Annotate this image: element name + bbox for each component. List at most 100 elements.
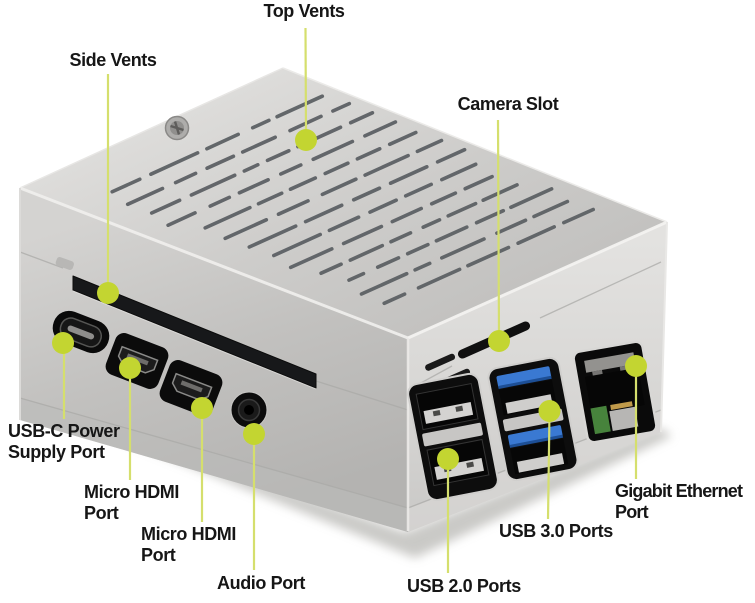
callout-line-camera-slot <box>496 119 501 339</box>
top-vent-slot <box>288 176 318 191</box>
top-vent-slot <box>429 191 458 206</box>
top-vent-slot <box>276 199 310 216</box>
label-usb-3: USB 3.0 Ports <box>499 521 613 541</box>
case-shadow <box>110 428 672 558</box>
top-vent-slot <box>223 218 269 241</box>
top-vent-slot <box>149 151 200 176</box>
top-vent-slot <box>403 182 434 198</box>
top-vent-slot <box>348 111 375 125</box>
top-vent-slot <box>435 147 467 164</box>
top-vent-slot <box>466 245 511 268</box>
top-vent-slot <box>173 171 198 185</box>
top-vent-slot <box>382 292 407 306</box>
top-vent-slot <box>363 153 410 177</box>
top-vent-slot <box>125 186 165 207</box>
top-vent-slot <box>237 178 270 195</box>
top-vent-slot <box>205 154 236 170</box>
top-vent-slot <box>347 271 366 282</box>
top-vent-slot <box>415 138 444 154</box>
label-camera-slot: Camera Slot <box>457 94 559 114</box>
top-vent-slot <box>532 199 570 219</box>
top-vent-slot <box>355 147 382 161</box>
top-vent-slot <box>387 130 418 147</box>
lid-notch <box>55 257 74 270</box>
lid-seam-left-a <box>19 251 64 269</box>
top-vent-slot <box>463 174 494 191</box>
top-vent-slot <box>247 224 298 249</box>
top-vent-slot <box>110 177 142 194</box>
top-vent-slot <box>278 163 303 176</box>
callout-dot-audio <box>243 423 265 445</box>
top-vent-slot <box>434 225 469 243</box>
top-vent-slot <box>203 205 252 230</box>
edge-front-right <box>407 220 668 340</box>
callout-line-usb3 <box>546 412 551 520</box>
top-vent-slot <box>288 247 334 270</box>
top-vent-slot <box>265 149 291 163</box>
top-vent-slot <box>359 271 409 296</box>
lid-seam-right-b <box>539 261 662 319</box>
audio-port <box>230 391 268 429</box>
top-vent-slot <box>323 161 350 176</box>
label-usb-2: USB 2.0 Ports <box>407 576 521 596</box>
top-vent-slot <box>189 173 237 197</box>
callout-dot-camera-slot <box>488 330 510 352</box>
top-vent-slot <box>413 261 432 272</box>
top-vent-slot <box>439 162 478 182</box>
top-vent-slot <box>351 186 382 202</box>
top-vent-slot <box>405 242 430 256</box>
top-vent-slot <box>319 262 343 276</box>
callout-dot-hdmi-2 <box>191 397 213 419</box>
top-vents-field <box>110 94 596 306</box>
top-vent-slot <box>205 132 240 151</box>
top-vent-slot <box>240 135 278 154</box>
top-vent-slot <box>341 224 384 246</box>
top-vent-slot <box>416 267 462 290</box>
label-top-vents: Top Vents <box>263 1 345 21</box>
top-vent-slot <box>495 218 528 235</box>
edge-right-silhouette <box>660 221 668 433</box>
top-vent-slot <box>250 118 271 130</box>
callout-line-top-vents <box>304 27 308 139</box>
label-micro-hdmi-2: Micro HDMI Port <box>141 524 237 565</box>
top-vent-slot <box>368 198 399 214</box>
label-micro-hdmi-1: Micro HDMI Port <box>84 482 180 523</box>
edge-back-left <box>19 67 284 189</box>
edge-front-left <box>19 186 409 340</box>
label-side-vents: Side Vents <box>69 50 157 70</box>
top-vent-slot <box>481 183 519 202</box>
top-vent-slot <box>390 206 424 224</box>
top-vent-slot <box>389 231 413 244</box>
edge-back-right <box>282 67 668 223</box>
top-vent-slot <box>446 201 478 218</box>
bottom-seam-left <box>19 397 409 509</box>
callout-dot-top-vents <box>295 129 317 151</box>
top-vent-slot <box>271 232 323 258</box>
top-vent-slot <box>363 120 398 138</box>
case-bottom-strip-left <box>20 398 408 532</box>
ethernet-port <box>572 340 658 444</box>
lid-seam-left-b <box>315 380 409 411</box>
label-ethernet: Gigabit Ethernet Port <box>615 481 743 522</box>
callout-dot-usb-c <box>52 332 74 354</box>
label-usb-c-power: USB-C Power Supply Port <box>8 421 120 462</box>
top-vent-slot <box>208 195 232 208</box>
callout-dot-side-vents <box>97 282 119 304</box>
label-audio-port: Audio Port <box>217 573 305 593</box>
top-vent-slot <box>320 177 358 197</box>
top-vent-slot <box>256 191 284 206</box>
callout-dot-usb3 <box>538 400 561 422</box>
top-vent-slot <box>388 165 429 185</box>
callout-dot-ethernet <box>625 355 647 377</box>
callouts <box>52 27 647 573</box>
top-vent-slot <box>311 139 355 162</box>
top-vent-slot <box>149 198 182 215</box>
side-vent-slot <box>72 275 317 390</box>
top-vent-slot <box>509 187 554 210</box>
top-vent-slot <box>348 243 385 262</box>
top-vent-slot <box>275 94 325 119</box>
top-vent-slot <box>561 207 596 225</box>
top-vent-slot <box>166 211 197 227</box>
top-vent-slot <box>242 163 260 173</box>
